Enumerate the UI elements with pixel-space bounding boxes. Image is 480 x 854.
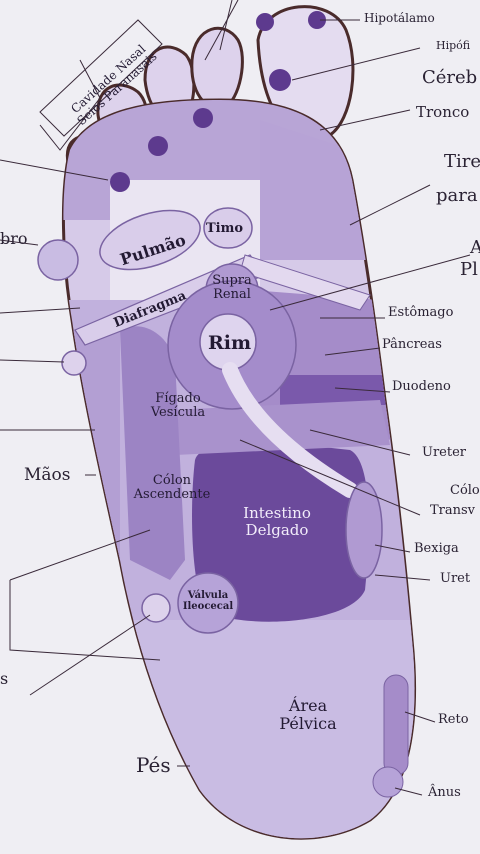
label-pl-partial: Pl (460, 259, 478, 280)
timo-zone (203, 207, 253, 249)
side-circle-1 (61, 350, 87, 376)
label-figado-vesicula: Fígado Vesícula (150, 391, 206, 421)
side-circle-2 (141, 593, 171, 623)
label-bexiga: Bexiga (414, 541, 459, 556)
second-toe (190, 26, 244, 110)
label-cerebro: Céreb (422, 67, 478, 88)
leader-lines (0, 0, 471, 796)
label-reto: Reto (438, 712, 469, 727)
ombro-circle (37, 239, 79, 281)
label-supra-renal: Supra Renal (212, 273, 252, 303)
label-timo: Timo (206, 221, 244, 236)
pulmao-zone (99, 209, 201, 271)
label-maos: Mãos (24, 465, 71, 485)
label-paratireoide: para (436, 185, 478, 206)
label-ombro-partial: bro (0, 229, 28, 248)
label-hipofise: Hipófi (436, 39, 471, 52)
label-colon-ascendente: Cólon Ascendente (133, 473, 211, 503)
label-anus: Ânus (428, 785, 461, 800)
reto-zone (383, 674, 409, 776)
reflex-dots (110, 11, 326, 192)
label-duodeno: Duodeno (392, 379, 451, 394)
cavidade-bracket (39, 19, 163, 137)
label-tronco: Tronco (416, 103, 470, 121)
label-ureter: Ureter (422, 445, 466, 460)
label-pes: Pés (136, 753, 171, 777)
label-rim: Rim (208, 332, 252, 354)
label-intestino-delgado: Intestino Delgado (243, 504, 311, 539)
label-colon-transverso-1: Cólo (450, 483, 480, 498)
anus-zone (372, 766, 404, 798)
label-hipotalamo: Hipotálamo (364, 11, 435, 25)
label-uretra: Uret (440, 571, 471, 586)
label-pancreas: Pâncreas (382, 337, 442, 352)
label-valvula-ileocecal: Válvula Ileocecal (182, 590, 234, 612)
label-tireoide: Tire (444, 151, 480, 172)
bexiga-zone (345, 481, 383, 579)
valvula-zone (177, 572, 239, 634)
label-a-partial: A (470, 237, 480, 258)
label-colon-transverso-2: Transv (430, 503, 476, 518)
label-area-pelvica: Área Pélvica (279, 696, 337, 733)
label-estomago: Estômago (388, 305, 454, 320)
label-s-partial: s (0, 669, 9, 688)
